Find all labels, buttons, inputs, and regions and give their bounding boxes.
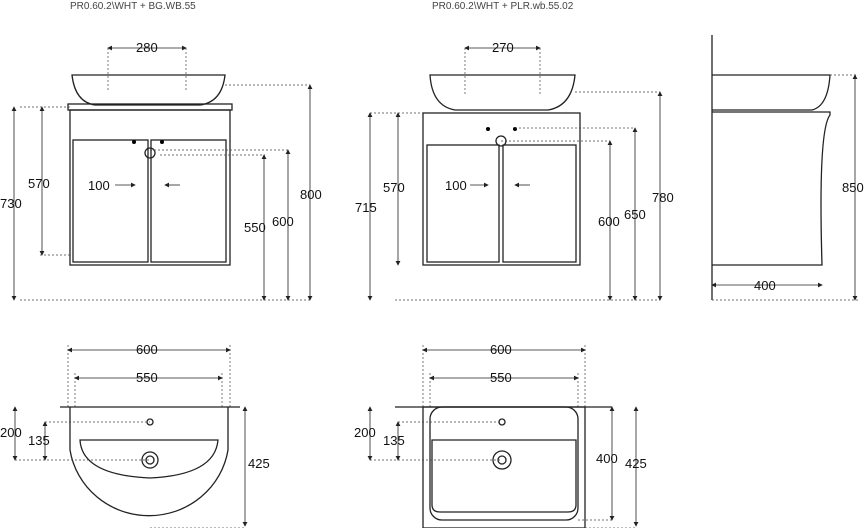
front-view-left bbox=[11, 45, 313, 301]
dim-650: 650 bbox=[624, 207, 646, 222]
dim-280: 280 bbox=[136, 40, 158, 55]
dim-400-top: 400 bbox=[596, 451, 618, 466]
dim-600-right: 600 bbox=[598, 214, 620, 229]
side-view bbox=[711, 35, 858, 301]
title-left: PR0.60.2\WHT + BG.WB.55 bbox=[70, 1, 196, 12]
dim-570: 570 bbox=[28, 176, 50, 191]
dim-550-top-right: 550 bbox=[490, 370, 512, 385]
dim-600: 600 bbox=[272, 214, 294, 229]
dim-730: 730 bbox=[0, 196, 22, 211]
dim-800: 800 bbox=[300, 187, 322, 202]
title-right: PR0.60.2\WHT + PLR.wb.55.02 bbox=[432, 1, 574, 12]
dim-425-right: 425 bbox=[625, 456, 647, 471]
dim-600-top-right: 600 bbox=[490, 342, 512, 357]
dim-600-top: 600 bbox=[136, 342, 158, 357]
front-view-right bbox=[367, 45, 663, 301]
dim-550-top: 550 bbox=[136, 370, 158, 385]
dim-570-right: 570 bbox=[383, 180, 405, 195]
dim-425: 425 bbox=[248, 456, 270, 471]
dim-850: 850 bbox=[842, 180, 864, 195]
dim-200-right: 200 bbox=[354, 425, 376, 440]
dim-270: 270 bbox=[492, 40, 514, 55]
dim-135-right: 135 bbox=[383, 433, 405, 448]
top-view-left bbox=[12, 345, 248, 528]
dim-550: 550 bbox=[244, 220, 266, 235]
dim-100: 100 bbox=[88, 178, 110, 193]
dim-135: 135 bbox=[28, 433, 50, 448]
dim-100-right: 100 bbox=[445, 178, 467, 193]
dim-200: 200 bbox=[0, 425, 22, 440]
dim-780: 780 bbox=[652, 190, 674, 205]
dim-715: 715 bbox=[355, 200, 377, 215]
dim-400-side: 400 bbox=[754, 278, 776, 293]
top-view-right bbox=[367, 345, 639, 528]
